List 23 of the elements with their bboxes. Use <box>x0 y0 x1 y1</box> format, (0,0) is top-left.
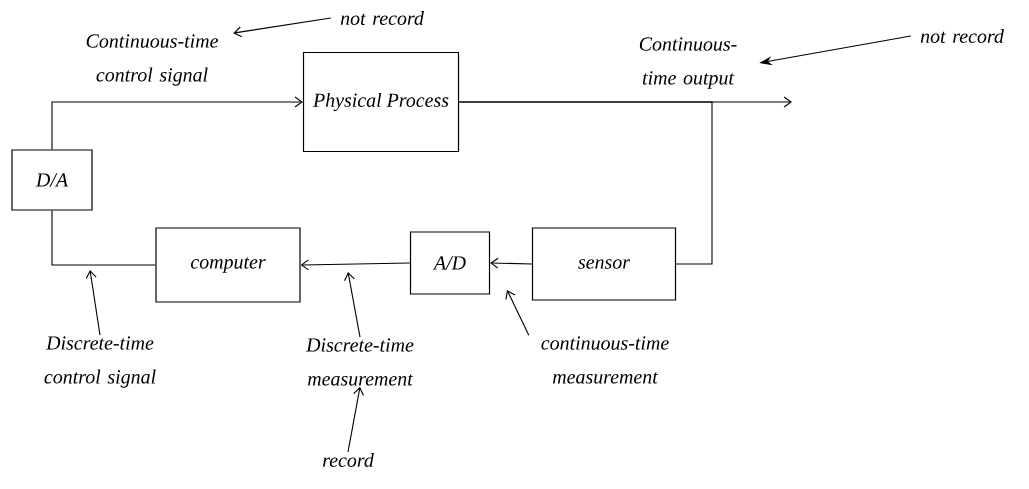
leader-arrow <box>505 290 530 336</box>
annotation-text: not record <box>920 29 1004 43</box>
leader-arrow <box>233 17 332 38</box>
process-box: sensor <box>531 227 677 301</box>
leader-arrow <box>344 272 361 338</box>
process-box: D/A <box>11 149 93 211</box>
leader-arrow <box>85 270 101 336</box>
annotation-text: Continuous-time control signal <box>86 34 218 86</box>
arrow <box>300 259 411 271</box>
process-box: computer <box>155 227 301 303</box>
annotation-text: continuous-time measurement <box>541 336 669 384</box>
connector-line <box>458 101 713 265</box>
arrow <box>51 96 303 150</box>
annotation-text: Discrete-time measurement <box>305 338 414 386</box>
annotation-text: Discrete-time control signal <box>44 336 156 388</box>
process-box: A/D <box>409 231 491 295</box>
connector-line <box>51 210 156 266</box>
process-box: Physical Process <box>302 51 460 153</box>
arrow <box>490 257 533 269</box>
annotation-text: record <box>323 452 374 467</box>
annotation-text: not record <box>340 11 424 25</box>
annotation-text: Continuous-time output <box>639 37 737 89</box>
leader-arrow <box>347 386 365 453</box>
